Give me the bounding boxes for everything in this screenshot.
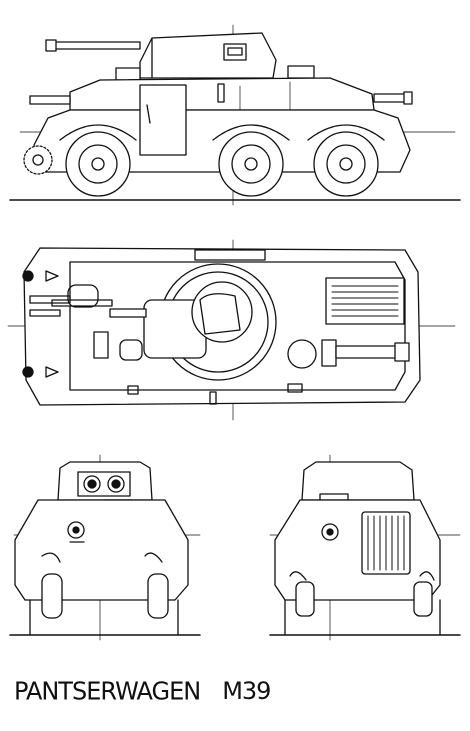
vehicle-model: M39 — [222, 677, 271, 705]
drawing-caption: PANTSERWAGEN M39 — [14, 676, 271, 717]
side-wheels — [24, 132, 378, 196]
vehicle-name: PANTSERWAGEN — [14, 676, 201, 706]
rear-view — [10, 455, 200, 640]
top-view — [8, 240, 455, 420]
front-view — [270, 455, 460, 640]
side-view — [10, 25, 460, 205]
